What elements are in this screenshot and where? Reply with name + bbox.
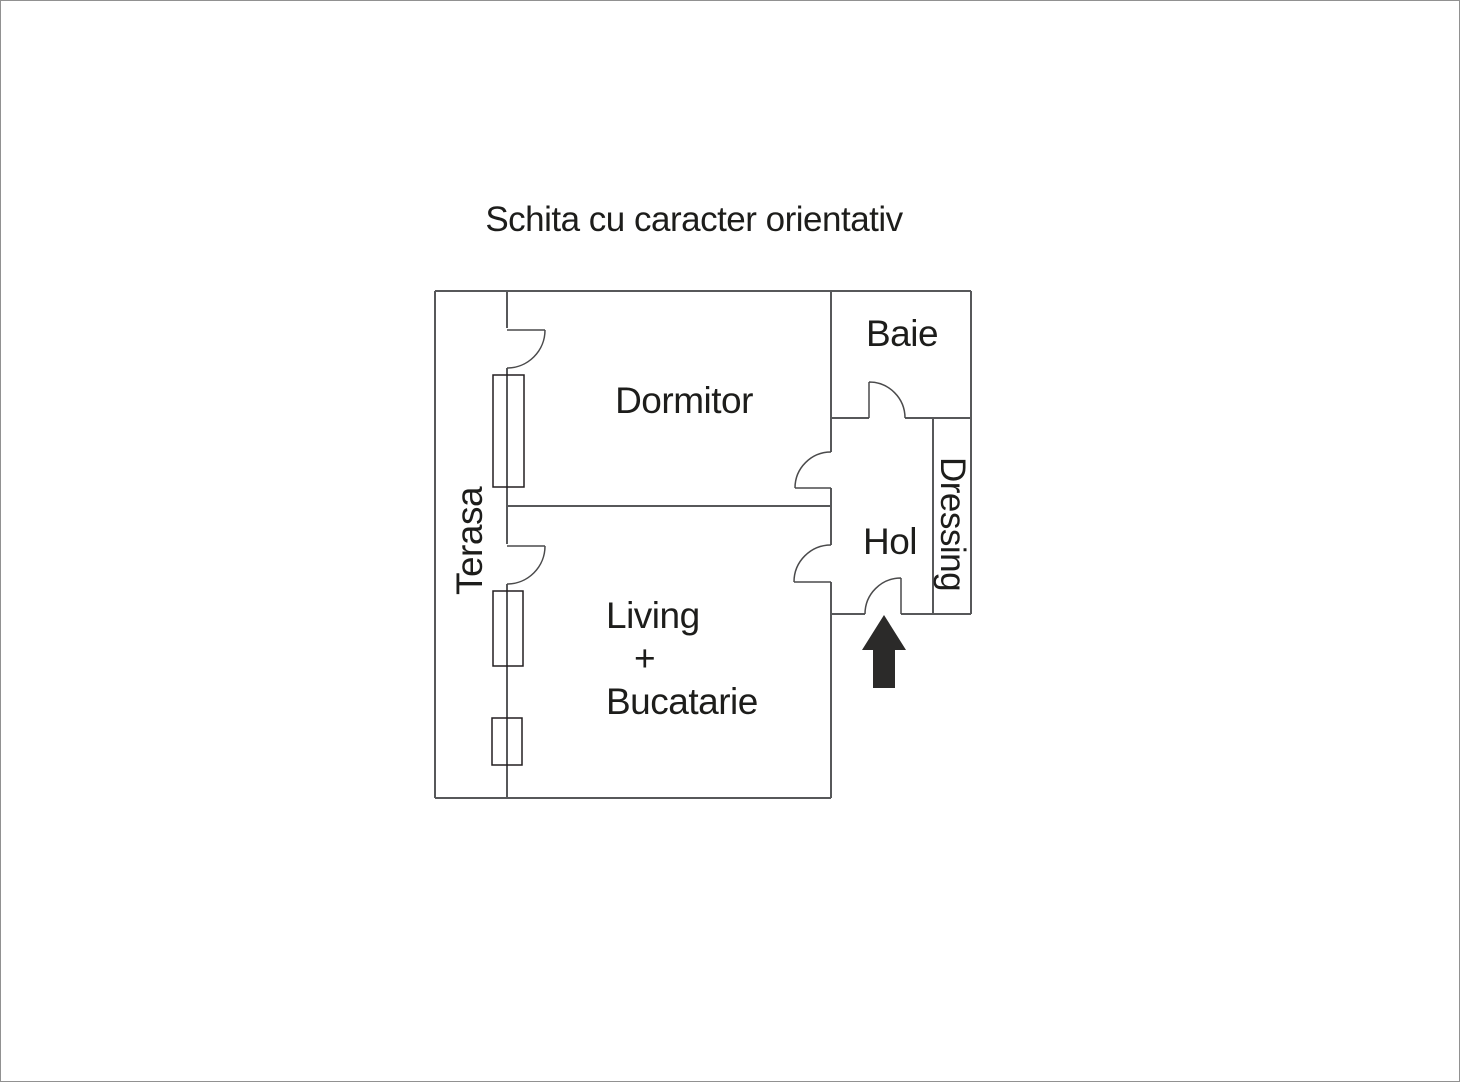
- room-label-dormitor: Dormitor: [615, 380, 753, 421]
- living-label-line1: Living: [606, 595, 700, 636]
- room-label-living-bucatarie: Living + Bucatarie: [606, 594, 758, 723]
- room-label-baie: Baie: [865, 313, 939, 354]
- window-dormitor: [492, 374, 525, 488]
- entrance-arrow-icon: [862, 615, 906, 688]
- living-label-line3: Bucatarie: [606, 681, 758, 722]
- windows: [491, 374, 525, 766]
- door-terasa-dormitor: [506, 329, 546, 369]
- window-living-2: [491, 717, 523, 766]
- room-label-hol: Hol: [862, 521, 918, 562]
- room-label-terasa: Terasa: [449, 486, 490, 596]
- page-title: Schita cu caracter orientativ: [485, 200, 903, 239]
- door-hol-living: [793, 544, 832, 583]
- door-hol-dormitor: [794, 451, 832, 489]
- door-terasa-living: [506, 545, 546, 585]
- window-living-1: [492, 590, 524, 667]
- door-baie: [868, 381, 906, 419]
- room-label-dressing: Dressing: [933, 456, 972, 592]
- living-label-line2: +: [634, 638, 656, 679]
- door-swings: [506, 329, 906, 615]
- walls: [434, 290, 972, 799]
- door-entrance: [864, 577, 902, 615]
